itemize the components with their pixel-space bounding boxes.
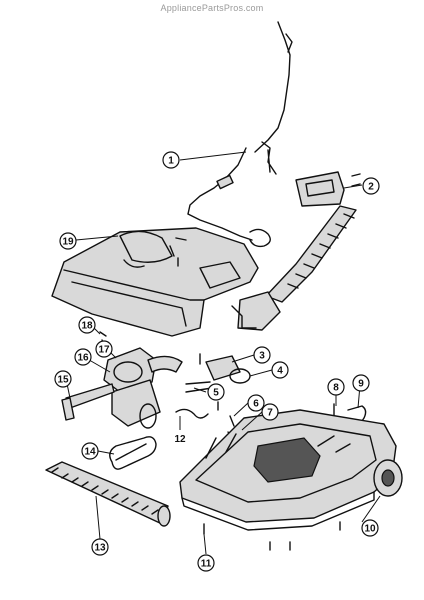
callout-label: 13 <box>94 543 106 554</box>
callout-8: 8 <box>327 378 345 396</box>
callout-14: 14 <box>81 442 99 460</box>
callout-label: 4 <box>277 366 283 377</box>
drive-belt-part <box>109 436 157 470</box>
screw-parts <box>177 257 341 551</box>
callout-3: 3 <box>253 346 271 364</box>
callout-label: 16 <box>77 353 89 364</box>
top-cover-hood-part <box>51 227 259 337</box>
callout-12: 12 <box>174 434 186 445</box>
callout-5: 5 <box>207 383 225 401</box>
callout-label: 11 <box>201 559 212 570</box>
callout-label: 10 <box>364 524 376 535</box>
shaft-part <box>61 383 115 421</box>
callout-label: 15 <box>57 375 69 386</box>
callout-label: 17 <box>98 345 110 356</box>
callout-label: 3 <box>259 351 265 362</box>
callout-13: 13 <box>91 538 109 556</box>
callout-label: 6 <box>253 399 259 410</box>
callout-label: 19 <box>62 237 74 248</box>
base-housing-part <box>179 409 403 531</box>
callout-label: 2 <box>368 182 374 193</box>
callout-label: 9 <box>358 379 364 390</box>
callout-label: 1 <box>168 156 174 167</box>
brush-roll-part <box>45 461 171 527</box>
motor-assembly-part <box>99 331 183 429</box>
callout-10: 10 <box>361 519 379 537</box>
mount-bracket-part <box>295 171 361 207</box>
callout-label: 8 <box>333 383 339 394</box>
wire-harness-part <box>187 21 293 248</box>
callout-2: 2 <box>362 177 380 195</box>
callout-label: 14 <box>84 447 96 458</box>
callout-label: 7 <box>267 408 273 419</box>
callout-label: 5 <box>213 388 219 399</box>
callout-15: 15 <box>54 370 72 388</box>
callout-4: 4 <box>271 361 289 379</box>
callout-1: 1 <box>162 151 180 169</box>
callout-11: 11 <box>197 554 215 572</box>
callout-16: 16 <box>74 348 92 366</box>
callout-19: 19 <box>59 232 77 250</box>
callout-6: 6 <box>247 394 265 412</box>
callout-label: 12 <box>174 434 186 445</box>
callout-label: 18 <box>81 321 93 332</box>
motor-small-parts <box>185 353 251 393</box>
site-watermark: AppliancePartsPros.com <box>160 3 264 13</box>
callout-7: 7 <box>261 403 279 421</box>
flex-hose-part <box>231 205 357 331</box>
callout-9: 9 <box>352 374 370 392</box>
callout-17: 17 <box>95 340 113 358</box>
callout-18: 18 <box>78 316 96 334</box>
